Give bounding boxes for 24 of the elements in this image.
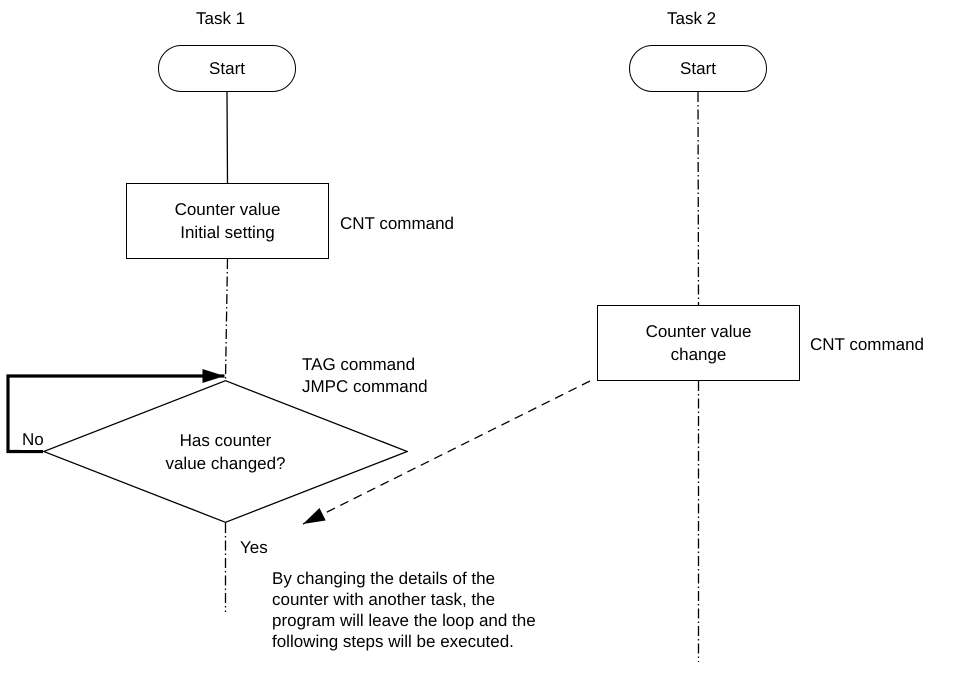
command-note: CNT command	[810, 334, 924, 356]
connector-line	[226, 92, 228, 183]
column-heading: Task 1	[196, 8, 246, 30]
command-note: CNT command	[340, 213, 454, 235]
column-heading: TAG command	[302, 354, 416, 376]
explanation-note: By changing the details of the counter with another task, the program will leave the loop and the following steps will be executed.	[272, 568, 537, 652]
process-text: Counter value change	[644, 321, 752, 366]
decision-text: Has counter value changed?	[164, 430, 287, 474]
connector-line	[697, 92, 700, 305]
connector-line	[224, 258, 228, 380]
arrow	[6, 369, 224, 454]
process-box	[126, 183, 329, 259]
edge-label: No	[20, 430, 46, 450]
start-terminal	[158, 45, 296, 92]
terminal-text: Start	[679, 58, 717, 80]
process-text: Counter value Initial setting	[174, 199, 282, 244]
connector-line	[224, 523, 226, 612]
command-note: JMPC command	[302, 376, 428, 398]
arrow	[302, 380, 590, 525]
start-terminal	[629, 45, 767, 92]
terminal-text: Start	[208, 58, 246, 80]
connector-line	[698, 381, 700, 662]
column-heading: Task 2	[667, 8, 716, 30]
process-box	[597, 305, 800, 381]
